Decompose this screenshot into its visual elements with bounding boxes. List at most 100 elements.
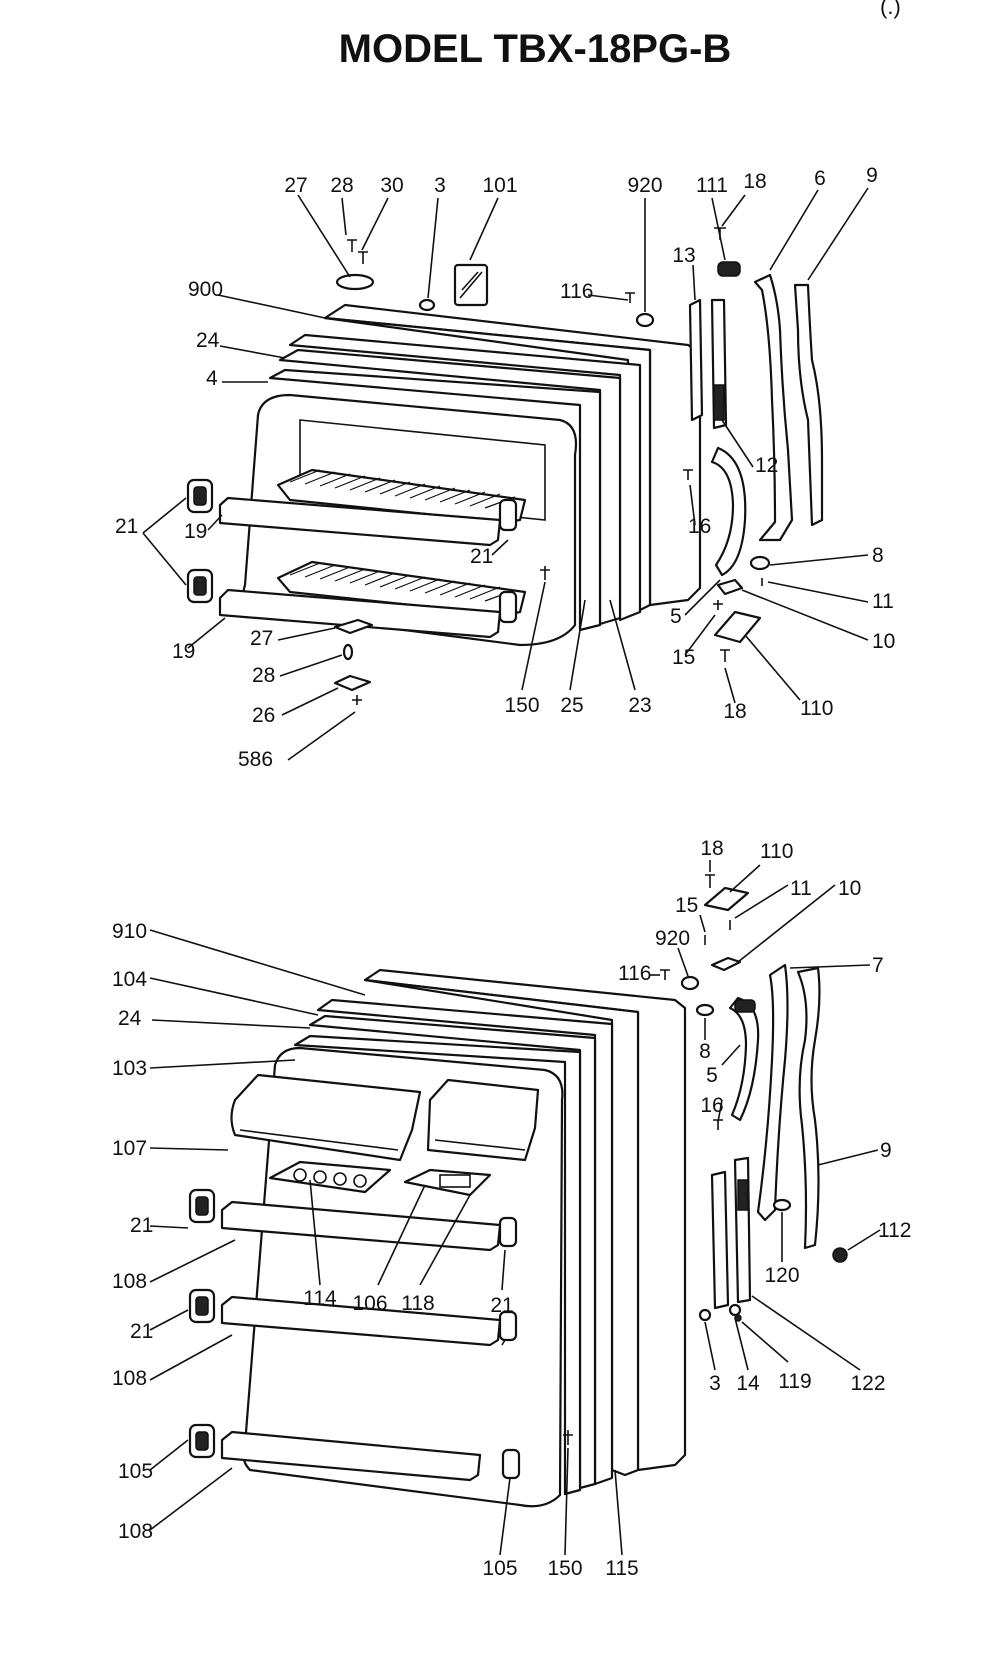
callout-104: 104 — [112, 968, 147, 991]
callout-108-lower: 108 — [118, 1520, 153, 1543]
callout-118: 118 — [401, 1292, 434, 1315]
callout-114: 114 — [303, 1287, 337, 1310]
callout-110-top: 110 — [800, 697, 833, 720]
callout-27-left: 27 — [250, 627, 273, 650]
trim-13 — [688, 298, 704, 422]
fresh-food-breaker-103 — [293, 1034, 582, 1496]
callout-18-top: 18 — [743, 170, 766, 193]
end-cap-21-right-upper — [498, 1216, 518, 1248]
bracket-27 — [333, 618, 374, 635]
callout-4: 4 — [206, 367, 218, 390]
screw-18-ff — [705, 874, 715, 888]
screw-150 — [540, 566, 550, 580]
callout-24-ff: 24 — [118, 1007, 142, 1030]
part-14 — [728, 1303, 742, 1317]
shelf-bar-108-lower — [220, 1430, 482, 1482]
callout-586: 586 — [238, 748, 273, 771]
plug-3-ff — [698, 1308, 712, 1322]
callout-3-top: 3 — [434, 174, 446, 197]
washer-28 — [342, 643, 354, 661]
callout-108-middle: 108 — [112, 1367, 147, 1390]
screw-16 — [683, 469, 693, 480]
screw-30 — [358, 251, 368, 264]
trim-6 — [753, 273, 794, 542]
callout-150-bottom: 150 — [547, 1557, 582, 1580]
callout-30: 30 — [380, 174, 403, 197]
freezer-shelf-upper — [276, 468, 527, 524]
callout-14: 14 — [736, 1372, 760, 1395]
callout-11-top: 11 — [872, 590, 894, 613]
freezer-shelf-lower — [276, 560, 527, 617]
callout-25: 25 — [560, 694, 583, 717]
callout-105-left: 105 — [118, 1460, 153, 1483]
fresh-food-inner-liner — [242, 1046, 564, 1508]
handle-5 — [710, 446, 747, 577]
callout-910: 910 — [112, 920, 147, 943]
callout-106: 106 — [352, 1292, 387, 1315]
callout-112: 112 — [878, 1219, 911, 1242]
callout-111: 111 — [696, 174, 728, 197]
callout-18-bottom: 18 — [723, 700, 746, 723]
callout-18-ff: 18 — [700, 837, 723, 860]
plug-920 — [635, 312, 655, 328]
part-15 — [713, 600, 723, 610]
part-112 — [832, 1247, 848, 1263]
freezer-shelf-bar-lower — [218, 588, 502, 639]
callout-16-ff: 16 — [700, 1094, 723, 1117]
callout-103: 103 — [112, 1057, 147, 1080]
callout-10-ff: 10 — [838, 877, 861, 900]
callout-19-upper: 19 — [184, 520, 207, 543]
callout-16-top: 16 — [688, 515, 711, 538]
callout-21-left: 21 — [115, 515, 138, 538]
callout-6: 6 — [814, 167, 826, 190]
callout-115: 115 — [605, 1557, 638, 1580]
corner-mark: (.) — [880, 0, 901, 19]
screw-28 — [347, 239, 357, 252]
door-bin-right — [426, 1078, 540, 1162]
dairy-bin-107 — [230, 1073, 422, 1162]
callout-5-ff: 5 — [706, 1064, 718, 1087]
plug-920-ff — [680, 975, 700, 991]
callout-21-ff-upper: 21 — [130, 1214, 153, 1237]
hinge-pin-bracket — [335, 273, 375, 291]
callout-119: 119 — [778, 1370, 811, 1393]
trim-9 — [793, 283, 824, 527]
callout-21-right: 21 — [470, 545, 493, 568]
freezer-recess — [299, 419, 546, 521]
callout-21-ff-right: 21 — [490, 1294, 513, 1317]
callout-21-ff-middle: 21 — [130, 1320, 153, 1343]
callout-116-top: 116 — [560, 280, 593, 303]
freezer-gasket — [288, 333, 642, 622]
handle-5-ff — [728, 996, 760, 1122]
callout-7: 7 — [872, 954, 884, 977]
callout-108-upper: 108 — [112, 1270, 147, 1293]
part-10-ff — [710, 956, 742, 972]
hinge-110 — [713, 610, 762, 644]
freezer-door-assembly: 27 28 30 3 101 920 111 18 6 9 900 116 13… — [115, 164, 895, 771]
callout-15-ff: 15 — [675, 894, 698, 917]
freezer-breaker — [268, 368, 602, 632]
plug-3 — [418, 298, 436, 312]
callout-28-top: 28 — [330, 174, 353, 197]
callout-9-top: 9 — [866, 164, 878, 187]
trim-3-ff — [710, 1170, 730, 1310]
part-8-ff — [695, 1003, 715, 1017]
shelf-bar-108-middle — [220, 1295, 502, 1347]
screw-116-ff — [660, 969, 670, 980]
trim-9-ff — [796, 966, 821, 1250]
screw-116 — [625, 292, 635, 303]
callout-3-ff: 3 — [709, 1372, 721, 1395]
bracket-26 — [333, 674, 372, 692]
fresh-food-door-assembly: 18 110 11 10 15 920 116 7 910 104 24 8 1… — [112, 837, 911, 1580]
callout-26: 26 — [252, 704, 275, 727]
screw-586 — [352, 695, 362, 705]
callout-122: 122 — [850, 1372, 885, 1395]
callout-13: 13 — [672, 244, 695, 267]
screw-150-bottom — [563, 1430, 573, 1445]
end-cap-21-right-middle — [498, 1310, 518, 1342]
callout-9-ff: 9 — [880, 1139, 892, 1162]
freezer-shelf-bar-upper — [218, 496, 502, 547]
freezer-end-cap-upper-right — [498, 498, 518, 532]
trim-7 — [756, 963, 789, 1222]
fresh-food-panel-edge — [363, 978, 640, 1477]
